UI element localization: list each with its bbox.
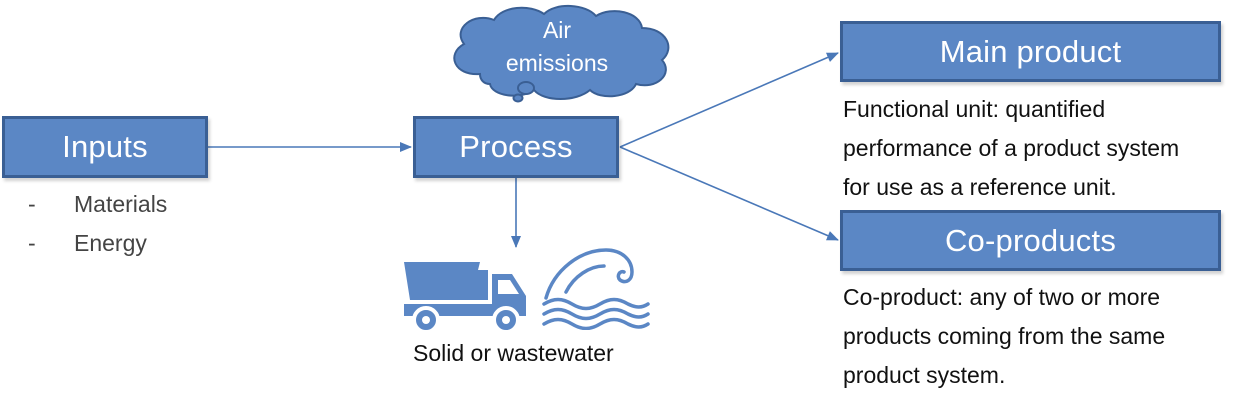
cloud-icon	[453, 5, 670, 103]
main-product-description: Functional unit: quantified performance …	[843, 90, 1253, 207]
co-products-box: Co-products	[840, 210, 1221, 271]
description-line: for use as a reference unit.	[843, 174, 1117, 200]
main-product-label: Main product	[939, 33, 1122, 69]
arrow-process-to-co-products	[619, 146, 839, 241]
list-bullet: -	[28, 191, 36, 217]
waste-label: Solid or wastewater	[413, 340, 614, 366]
description-line: product system.	[843, 362, 1006, 388]
input-item-text: Energy	[74, 230, 147, 256]
description-line: Co-product: any of two or more	[843, 284, 1161, 310]
inputs-label: Inputs	[62, 129, 148, 164]
input-list-item-materials: - Materials	[0, 191, 167, 218]
air-emissions-line-1: Air	[542, 17, 572, 43]
description-line: products coming from the same	[843, 323, 1166, 349]
co-products-label: Co-products	[944, 222, 1117, 258]
inputs-box: Inputs	[2, 116, 208, 178]
list-bullet: -	[28, 230, 36, 256]
input-item-text: Materials	[74, 191, 168, 217]
process-label: Process	[459, 129, 573, 164]
wave-icon	[542, 248, 650, 330]
description-line: Functional unit: quantified	[843, 96, 1106, 122]
air-emissions-line-2: emissions	[505, 50, 609, 76]
arrow-process-to-main-product	[619, 52, 839, 148]
input-list-item-energy: - Energy	[0, 230, 147, 257]
description-line: performance of a product system	[843, 135, 1180, 161]
dump-truck-icon	[404, 262, 526, 334]
main-product-box: Main product	[840, 21, 1221, 82]
co-products-description: Co-product: any of two or more products …	[843, 278, 1253, 395]
air-emissions-label: Air emissions	[462, 14, 652, 80]
process-box: Process	[413, 116, 619, 178]
